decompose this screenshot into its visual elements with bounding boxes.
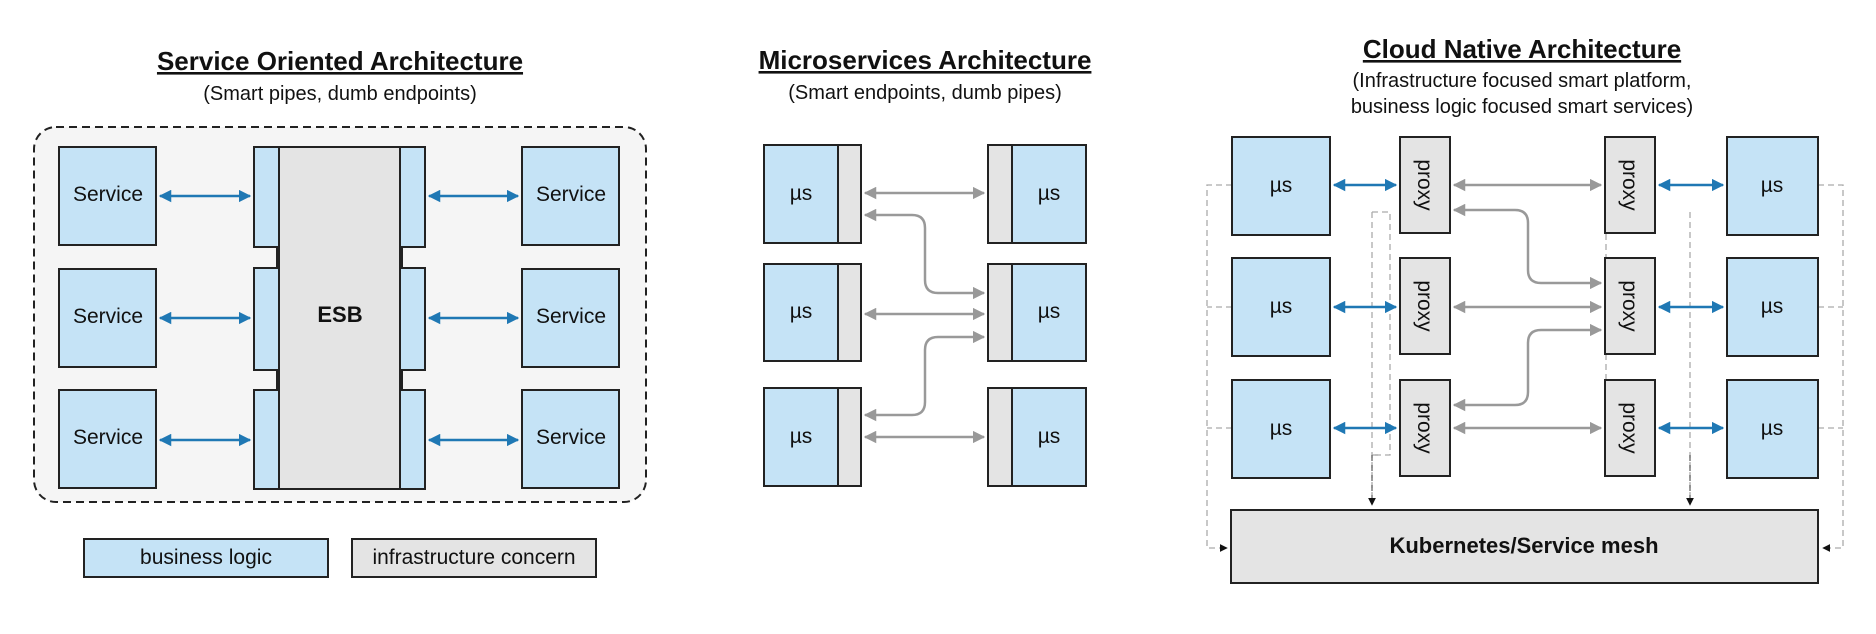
microservice-label: µs	[1038, 425, 1061, 448]
microservice-label: µs	[1038, 182, 1061, 205]
microservice-label: µs	[790, 425, 813, 448]
service-box	[521, 146, 620, 246]
microservice-label: µs	[790, 182, 813, 205]
cloud-mesh-arrow	[1452, 203, 1603, 290]
proxy-label: proxy	[1618, 402, 1641, 454]
cloud-service-label: µs	[1761, 174, 1784, 197]
proxy-label: proxy	[1413, 402, 1436, 454]
cloud-service-label: µs	[1270, 174, 1293, 197]
micro-subtitle: (Smart endpoints, dumb pipes)	[788, 82, 1061, 104]
legend-business-label: business logic	[140, 546, 272, 569]
micro-arrow	[863, 330, 986, 422]
service-label: Service	[536, 183, 606, 206]
legend-infra-swatch	[351, 538, 597, 578]
proxy-label: proxy	[1413, 280, 1436, 332]
cloud-subtitle-1: (Infrastructure focused smart platform,	[1352, 70, 1691, 92]
platform-label: Kubernetes/Service mesh	[1389, 533, 1658, 558]
proxy-label: proxy	[1618, 280, 1641, 332]
service-box	[58, 389, 157, 489]
cloud-mesh-arrow	[1452, 323, 1603, 412]
legend-business-swatch	[83, 538, 329, 578]
service-label: Service	[73, 183, 143, 206]
service-label: Service	[536, 305, 606, 328]
legend: business logic infrastructure concern	[83, 538, 597, 578]
service-label: Service	[73, 305, 143, 328]
microservice-node	[1011, 263, 1087, 362]
microservices-section: Microservices Architecture (Smart endpoi…	[759, 45, 1092, 487]
cloud-service-label: µs	[1270, 417, 1293, 440]
esb-label: ESB	[317, 302, 362, 327]
cloud-service-node	[1231, 257, 1331, 357]
proxy-box	[1399, 379, 1451, 477]
service-box	[521, 389, 620, 489]
cloud-service-node	[1726, 257, 1819, 357]
microservice-sidecar	[987, 263, 1013, 362]
esb-adapter	[253, 146, 280, 248]
service-box	[58, 268, 157, 368]
legend-infra-label: infrastructure concern	[372, 546, 575, 569]
cloud-service-node	[1231, 136, 1331, 236]
soa-title: Service Oriented Architecture	[157, 46, 523, 76]
cloud-service-label: µs	[1761, 295, 1784, 318]
service-box	[521, 268, 620, 368]
esb-adapter	[399, 146, 426, 248]
proxy-box	[1604, 379, 1656, 477]
cloud-service-node	[1231, 379, 1331, 479]
cloud-service-node	[1726, 136, 1819, 236]
proxy-box	[1604, 257, 1656, 355]
service-box	[58, 146, 157, 246]
proxy-box	[1604, 136, 1656, 234]
service-label: Service	[73, 426, 143, 449]
cloud-native-section: Cloud Native Architecture (Infrastructur…	[1206, 34, 1844, 584]
esb-adapter	[253, 389, 280, 490]
soa-subtitle: (Smart pipes, dumb endpoints)	[203, 83, 476, 105]
microservice-sidecar	[987, 387, 1013, 487]
esb-adapter	[399, 389, 426, 490]
microservice-sidecar	[837, 387, 862, 487]
microservice-sidecar	[987, 144, 1013, 244]
esb-adapter	[253, 267, 280, 371]
microservice-label: µs	[1038, 300, 1061, 323]
microservice-node	[1011, 144, 1087, 244]
cloud-title: Cloud Native Architecture	[1363, 34, 1681, 64]
microservice-node	[763, 263, 839, 362]
proxy-label: proxy	[1618, 159, 1641, 211]
microservice-node	[763, 144, 839, 244]
proxy-box	[1399, 257, 1451, 355]
cloud-subtitle-2: business logic focused smart services)	[1351, 96, 1693, 118]
micro-arrow	[863, 208, 986, 300]
cloud-service-label: µs	[1761, 417, 1784, 440]
proxy-box	[1399, 136, 1451, 234]
micro-title: Microservices Architecture	[759, 45, 1092, 75]
microservice-sidecar	[837, 263, 862, 362]
microservice-node	[1011, 387, 1087, 487]
proxy-label: proxy	[1413, 159, 1436, 211]
microservice-sidecar	[837, 144, 862, 244]
platform-box	[1230, 509, 1819, 584]
microservice-label: µs	[790, 300, 813, 323]
esb-adapter	[399, 267, 426, 371]
service-label: Service	[536, 426, 606, 449]
soa-section: Service Oriented Architecture (Smart pip…	[33, 46, 647, 503]
cloud-service-node	[1726, 379, 1819, 479]
cloud-service-label: µs	[1270, 295, 1293, 318]
